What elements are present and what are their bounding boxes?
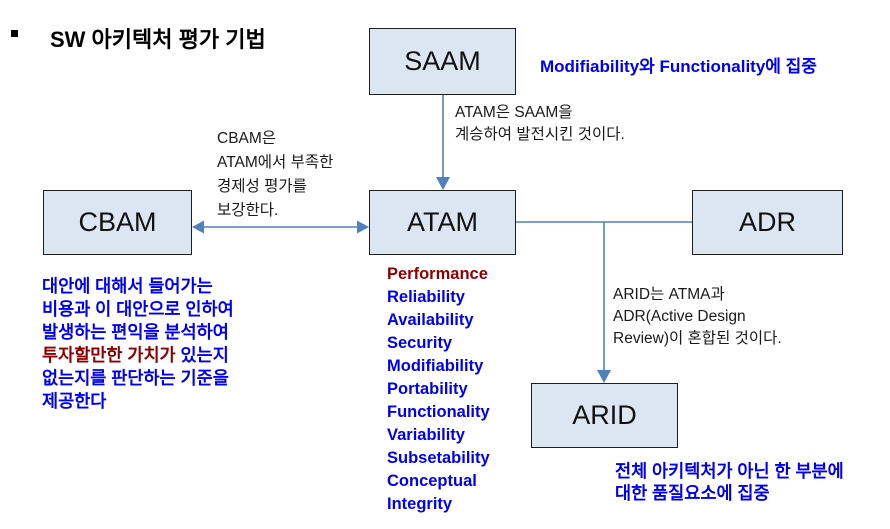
saam-to-atam-note: ATAM은 SAAM을 계승하여 발전시킨 것이다. <box>455 102 625 146</box>
arrowhead-left-cbam <box>192 220 204 234</box>
cbam-description-line: 투자할만한 가치가 있는지 <box>42 344 234 367</box>
node-arid-label: ARID <box>572 400 637 430</box>
page-title: SW 아키텍처 평가 기법 <box>50 27 266 52</box>
saam-to-atam-note-line: 계승하여 발전시킨 것이다. <box>455 126 625 143</box>
quality-attribute-highlight: Performance <box>387 265 488 283</box>
node-atam: ATAM <box>369 190 516 255</box>
arid-origin-note-line: ADR(Active Design <box>613 308 746 325</box>
arid-origin-note-line: ARID는 ATMA과 <box>613 286 725 303</box>
node-saam: SAAM <box>369 28 516 95</box>
node-saam-label: SAAM <box>404 46 481 76</box>
quality-attribute: Conceptual <box>387 472 477 490</box>
arrowhead-down-atam <box>436 177 450 190</box>
title-bullet-icon <box>11 30 18 37</box>
cbam-description-line: 발생하는 편익을 분석하여 <box>42 322 229 342</box>
quality-attribute: Subsetability <box>387 449 490 467</box>
cbam-description-line: 비용과 이 대안으로 인하여 <box>42 299 234 319</box>
cbam-role-note-line: 보강한다. <box>217 202 279 219</box>
node-atam-label: ATAM <box>407 207 478 237</box>
quality-attribute: Availability <box>387 311 474 329</box>
cbam-description-line-part: 있는지 <box>175 345 229 365</box>
atam-quality-attributes: Performance Reliability Availability Sec… <box>387 263 490 516</box>
arid-origin-note: ARID는 ATMA과 ADR(Active Design Review)이 혼… <box>613 284 782 350</box>
cbam-role-note-line: 경제성 평가를 <box>217 178 307 195</box>
node-adr-label: ADR <box>738 207 796 237</box>
quality-attribute: Security <box>387 334 453 352</box>
cbam-description-line: 제공한다 <box>42 391 107 411</box>
cbam-role-note: CBAM은 ATAM에서 부족한 경제성 평가를 보강한다. <box>217 127 333 223</box>
arrowhead-down-arid <box>597 370 611 383</box>
node-cbam: CBAM <box>43 190 192 255</box>
cbam-description-highlight: 투자할만한 가치가 <box>42 345 176 365</box>
arid-focus-note-line: 대한 품질요소에 집중 <box>615 483 770 503</box>
cbam-role-note-line: CBAM은 <box>217 130 277 147</box>
quality-attribute: Modifiability <box>387 357 484 375</box>
cbam-description-note: 대안에 대해서 들어가는 비용과 이 대안으로 인하여 발생하는 편익을 분석하… <box>42 275 234 413</box>
quality-attribute: Integrity <box>387 495 453 513</box>
arid-origin-note-line: Review)이 혼합된 것이다. <box>613 330 782 347</box>
arid-focus-note: 전체 아키텍처가 아닌 한 부분에 대한 품질요소에 집중 <box>615 460 844 504</box>
cbam-description-line: 없는지를 판단하는 기준을 <box>42 368 229 388</box>
saam-to-atam-note-line: ATAM은 SAAM을 <box>455 104 573 121</box>
cbam-role-note-line: ATAM에서 부족한 <box>217 154 334 171</box>
arrowhead-right-atam <box>357 220 369 234</box>
quality-attribute: Portability <box>387 380 468 398</box>
arid-focus-note-line: 전체 아키텍처가 아닌 한 부분에 <box>615 461 844 481</box>
cbam-description-line: 대안에 대해서 들어가는 <box>42 276 213 296</box>
node-adr: ADR <box>692 190 843 255</box>
node-cbam-label: CBAM <box>78 207 157 237</box>
saam-focus-note: Modifiability와 Functionality에 집중 <box>540 57 817 76</box>
quality-attribute: Reliability <box>387 288 465 306</box>
quality-attribute: Functionality <box>387 403 490 421</box>
quality-attribute: Variability <box>387 426 465 444</box>
node-arid: ARID <box>531 383 678 448</box>
